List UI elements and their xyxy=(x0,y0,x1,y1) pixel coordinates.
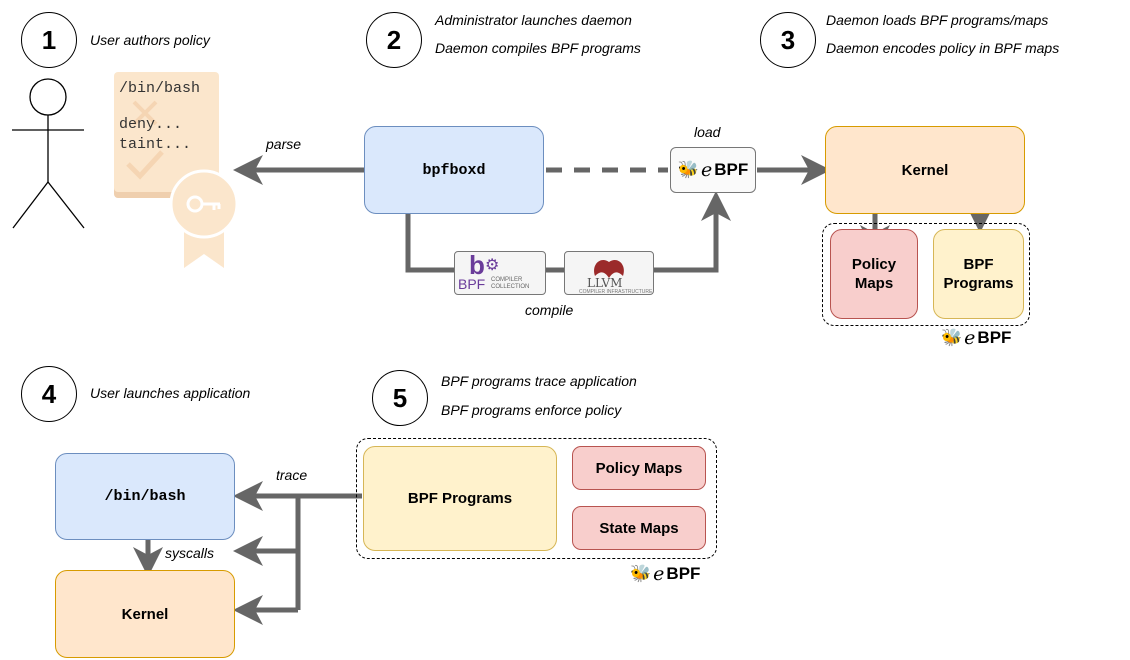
step-3-note-line-2: Daemon encodes policy in BPF maps xyxy=(826,40,1060,56)
ebpf-prefix: e xyxy=(700,159,713,181)
ebpf-prefix: e xyxy=(964,327,976,349)
bcc-sub-line-2: COLLECTION xyxy=(491,284,530,290)
policy-rule-taint: taint... xyxy=(119,136,192,153)
ebpf-maps-group-top xyxy=(822,223,1030,326)
bee-icon: 🐝 xyxy=(941,328,963,347)
load-label: load xyxy=(694,124,721,140)
llvm-sub: COMPILER INFRASTRUCTURE xyxy=(579,289,653,295)
step-5-note-line-1: BPF programs trace application xyxy=(441,373,637,389)
bcc-bpf-text: BPF xyxy=(458,276,486,292)
step-1-badge: 1 xyxy=(21,12,77,68)
bcc-sub-line-1: COMPILER xyxy=(491,277,523,283)
certificate-ribbon-icon xyxy=(169,169,239,268)
parse-label: parse xyxy=(266,136,302,152)
compile-path xyxy=(405,190,731,273)
policy-maps-node-top: Policy Maps xyxy=(830,229,918,319)
llvm-text: LLVM xyxy=(587,276,623,290)
step-4-badge: 4 xyxy=(21,366,77,422)
kernel-node-bottom: Kernel xyxy=(55,570,235,658)
llvm-dragon-icon xyxy=(594,259,624,278)
step-5-badge: 5 xyxy=(372,370,428,426)
bcc-gear-icon: ⚙ xyxy=(485,257,500,274)
bpf-programs-node-bottom: BPF Programs xyxy=(363,446,557,551)
bcc-mark: b xyxy=(469,251,485,280)
compile-label: compile xyxy=(525,302,574,318)
trace-label: trace xyxy=(276,467,308,483)
ebpf-prefix: e xyxy=(653,563,665,585)
step-1-note: User authors policy xyxy=(90,32,210,48)
policy-watermark-icon xyxy=(126,100,164,180)
step-2-note-line-2: Daemon compiles BPF programs xyxy=(435,40,641,56)
user-stick-figure xyxy=(12,78,85,229)
bee-icon: 🐝 xyxy=(677,160,699,179)
policy-maps-node-bottom: Policy Maps xyxy=(572,446,706,490)
kernel-node-top: Kernel xyxy=(825,126,1025,214)
bpf-programs-node-top: BPF Programs xyxy=(933,229,1024,319)
syscalls-label: syscalls xyxy=(165,545,215,561)
step-3-badge: 3 xyxy=(760,12,816,68)
bpfboxd-daemon-node: bpfboxd xyxy=(364,126,544,214)
policy-rule-deny: deny... xyxy=(119,116,183,133)
step-2-note-line-1: Administrator launches daemon xyxy=(435,12,632,28)
bee-icon: 🐝 xyxy=(630,564,652,583)
ebpf-text: BPF xyxy=(977,328,1012,347)
bin-bash-app-node: /bin/bash xyxy=(55,453,235,540)
step-3-note-line-1: Daemon loads BPF programs/maps xyxy=(826,12,1049,28)
ebpf-text: BPF xyxy=(714,160,749,179)
ebpf-maps-group-bottom xyxy=(356,438,717,559)
state-maps-node: State Maps xyxy=(572,506,706,550)
bcc-logo: b ⚙ BPF COMPILER COLLECTION xyxy=(454,251,546,295)
llvm-logo: LLVM COMPILER INFRASTRUCTURE xyxy=(564,251,654,295)
ebpf-text: BPF xyxy=(666,564,701,583)
step-2-badge: 2 xyxy=(366,12,422,68)
step-4-note: User launches application xyxy=(90,385,251,401)
policy-file-path: /bin/bash xyxy=(119,80,201,97)
step-5-note-line-2: BPF programs enforce policy xyxy=(441,402,622,418)
